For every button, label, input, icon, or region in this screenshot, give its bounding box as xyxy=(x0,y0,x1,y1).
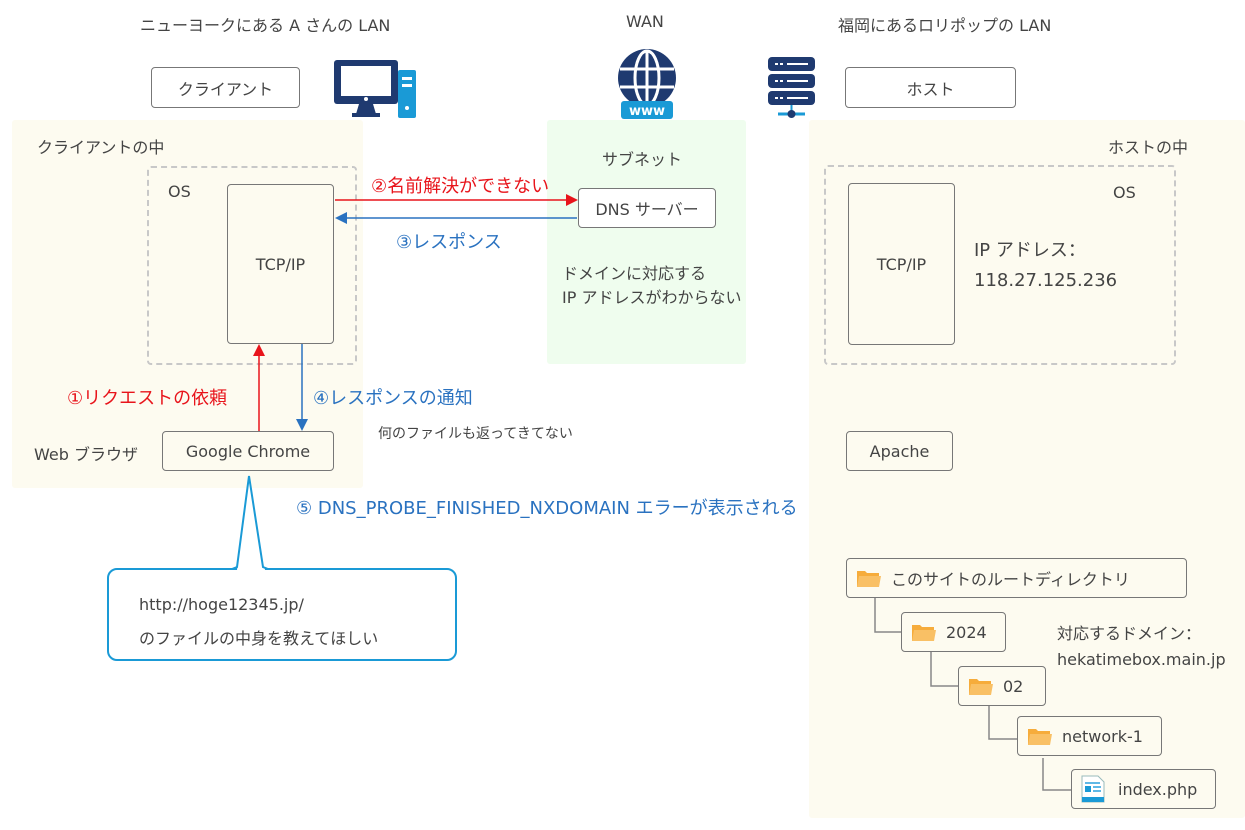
step5-label: ⑤ DNS_PROBE_FINISHED_NXDOMAIN エラーが表示される xyxy=(296,498,798,519)
domain-value: hekatimebox.main.jp xyxy=(1057,650,1226,669)
tree-item-label: このサイトのルートディレクトリ xyxy=(891,570,1130,589)
dns-note-line1: ドメインに対応する xyxy=(562,264,707,283)
server-rack-icon xyxy=(768,57,815,118)
tree-item-network-1[interactable]: network-1 xyxy=(1017,716,1162,756)
client-tcpip-box: TCP/IP xyxy=(227,184,334,344)
host-os-label: OS xyxy=(1113,183,1136,202)
folder-icon xyxy=(969,679,993,695)
folder-icon xyxy=(912,625,936,641)
callout-line2: のファイルの中身を教えてほしい xyxy=(139,629,379,648)
tree-item-index-php[interactable]: index.php xyxy=(1071,769,1216,809)
arrow-head-blue-down xyxy=(296,419,308,431)
apache-box: Apache xyxy=(846,431,953,471)
ip-address-label: IP アドレス： xyxy=(974,240,1086,261)
host-lan-heading: 福岡にあるロリポップの LAN xyxy=(838,16,1052,35)
globe-www-icon: www xyxy=(618,49,676,119)
step3-label: ③レスポンス xyxy=(396,232,502,253)
folder-icon xyxy=(1028,729,1052,745)
tree-item-root[interactable]: このサイトのルートディレクトリ xyxy=(846,558,1187,598)
ip-address-value: 118.27.125.236 xyxy=(974,270,1118,291)
domain-label: 対応するドメイン： xyxy=(1057,624,1202,643)
document-file-icon xyxy=(1081,775,1105,803)
client-panel-title: クライアントの中 xyxy=(37,138,165,157)
tree-item-label: index.php xyxy=(1118,779,1198,799)
tree-item-label: 02 xyxy=(1003,676,1024,696)
arrow-head-red-right xyxy=(566,194,578,206)
folder-icon xyxy=(857,571,881,587)
arrow-head-blue-left xyxy=(335,212,347,224)
step4-label: ④レスポンスの通知 xyxy=(313,388,473,409)
wan-heading: WAN xyxy=(626,12,664,31)
client-label-box: クライアント xyxy=(151,67,300,108)
web-browser-label: Web ブラウザ xyxy=(34,445,138,464)
callout-line1: http://hoge12345.jp/ xyxy=(139,595,304,614)
dns-note-line2: IP アドレスがわからない xyxy=(562,288,742,307)
google-chrome-box[interactable]: Google Chrome xyxy=(162,431,334,471)
host-tcpip-box: TCP/IP xyxy=(848,183,955,345)
subnet-label: サブネット xyxy=(602,150,683,169)
host-label-box: ホスト xyxy=(845,67,1016,108)
host-os-boundary xyxy=(824,165,1176,365)
host-panel-title: ホストの中 xyxy=(1108,138,1189,157)
speech-callout: http://hoge12345.jp/ のファイルの中身を教えてほしい xyxy=(107,568,457,661)
tree-item-02[interactable]: 02 xyxy=(958,666,1046,706)
wan-subnet-panel xyxy=(547,120,746,364)
tree-item-label: network-1 xyxy=(1062,726,1143,746)
svg-text:www: www xyxy=(629,104,665,119)
step1-label: ①リクエストの依頼 xyxy=(67,388,228,409)
desktop-computer-icon xyxy=(334,60,416,118)
tree-item-2024[interactable]: 2024 xyxy=(901,612,1006,652)
step2-label: ②名前解決ができない xyxy=(371,176,550,197)
client-os-boundary xyxy=(147,166,357,365)
client-os-label: OS xyxy=(168,182,191,201)
tree-item-label: 2024 xyxy=(946,622,987,642)
step4-note: 何のファイルも返ってきてない xyxy=(378,426,573,442)
arrow-head-red-up xyxy=(253,344,265,356)
dns-server-box[interactable]: DNS サーバー xyxy=(578,188,716,228)
client-lan-heading: ニューヨークにある A さんの LAN xyxy=(140,16,391,35)
